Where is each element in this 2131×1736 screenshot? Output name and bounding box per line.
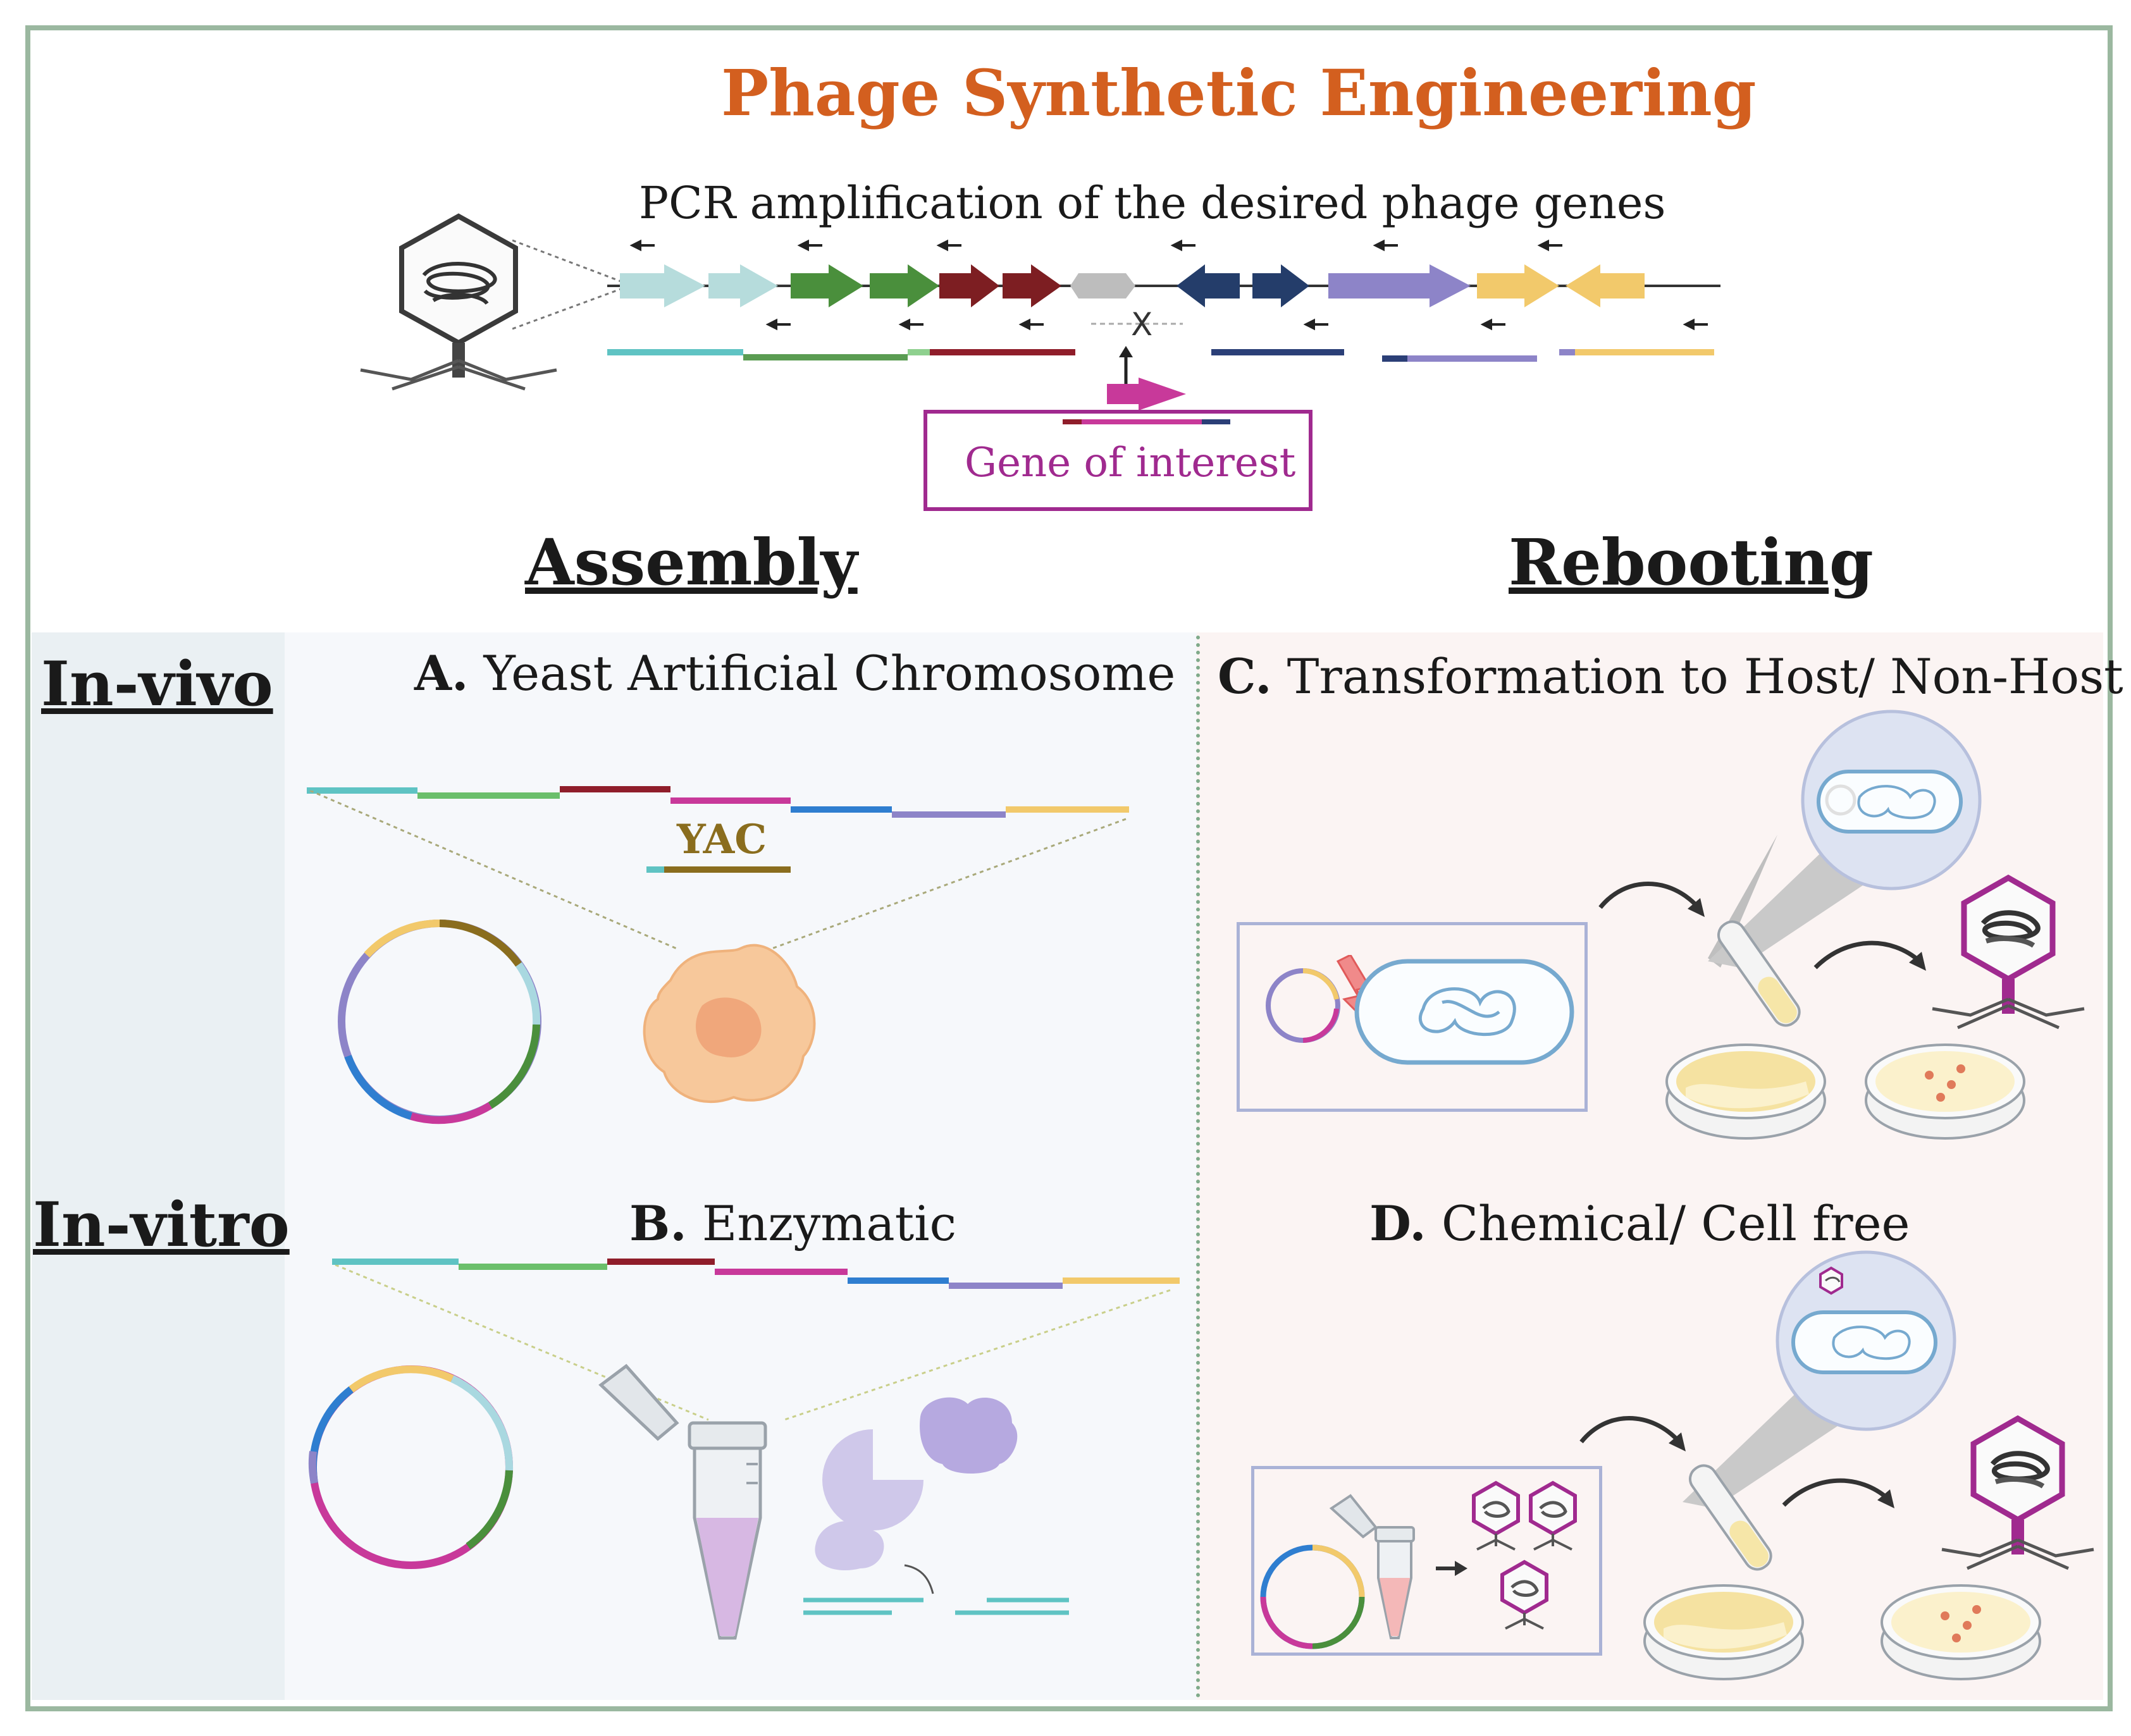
gene-arrow	[870, 264, 939, 307]
pcr-label: PCR amplification of the desired phage g…	[639, 177, 1666, 229]
gene-arrow	[1566, 264, 1645, 307]
phage-genome-map: X	[607, 239, 1720, 362]
panel-a-letter: A.	[414, 645, 469, 701]
gene-arrow	[1070, 273, 1135, 299]
test-tube-icon	[1717, 920, 1801, 1027]
microtube-icon	[598, 1364, 767, 1640]
gene-arrow	[1328, 264, 1471, 307]
petri-dish-icon	[1881, 1584, 2041, 1680]
phage-cluster-icon	[1472, 1481, 1577, 1630]
gene-arrow	[1177, 264, 1240, 307]
bacterium-icon	[1354, 959, 1574, 1065]
petri-dish-icon	[1643, 1584, 1804, 1680]
gene-of-interest-label: Gene of interest	[965, 440, 1296, 486]
gene-arrow	[1003, 264, 1061, 307]
panel-a-title: A. Yeast Artificial Chromosome	[414, 645, 1175, 701]
gene-arrow	[708, 264, 778, 307]
in-vitro-label: In-vitro	[33, 1189, 290, 1260]
panel-d-text: Chemical/ Cell free	[1441, 1195, 1910, 1252]
yac-label: YAC	[677, 816, 767, 863]
gene-of-interest-arrow	[1063, 378, 1230, 424]
plasmid-icon	[308, 1365, 514, 1569]
test-tube-icon	[1688, 1464, 1772, 1571]
dna-ligation-icon	[803, 1564, 1069, 1615]
arrow-icon	[1579, 1416, 1686, 1451]
gene-arrow	[1252, 264, 1309, 307]
arrow-icon	[1782, 1478, 1894, 1508]
insert-arrow-icon	[1119, 346, 1133, 386]
gene-of-interest-box	[923, 410, 1313, 511]
figure-frame	[25, 25, 2113, 1711]
zoom-lines-a	[309, 791, 1127, 950]
panel-d-letter: D.	[1369, 1195, 1426, 1252]
yeast-cell-icon	[643, 944, 816, 1104]
panel-a-text: Yeast Artificial Chromosome	[483, 645, 1176, 701]
svg-text:X: X	[1131, 306, 1152, 343]
assembled-fragments-b	[332, 1259, 1180, 1289]
enzyme-icon	[815, 1397, 1018, 1571]
plasmid-icon	[338, 919, 541, 1124]
gene-arrow	[1477, 264, 1559, 307]
phage-icon	[1941, 1415, 2094, 1570]
transformation-box	[1237, 922, 1588, 1112]
arrow-icon	[1598, 882, 1705, 917]
panel-c-title: C. Transformation to Host/ Non-Host	[1218, 648, 2123, 705]
gene-arrow	[620, 264, 705, 307]
row-label-column	[32, 632, 285, 1700]
magnifier-callout	[1708, 710, 1982, 968]
arrow-icon	[1813, 940, 1926, 971]
panel-c-text: Transformation to Host/ Non-Host	[1287, 648, 2123, 705]
microtube-icon	[1329, 1494, 1415, 1639]
panel-d-title: D. Chemical/ Cell free	[1369, 1195, 1910, 1252]
zoom-lines	[512, 239, 630, 330]
panel-b-letter: B.	[629, 1195, 687, 1252]
gene-arrow	[939, 264, 999, 307]
assembly-header: Assembly	[525, 525, 858, 600]
yac-bar	[646, 866, 791, 873]
panel-divider	[1196, 636, 1200, 1698]
gene-arrow	[791, 264, 863, 307]
arrow-icon	[1436, 1561, 1467, 1576]
rebooting-header: Rebooting	[1509, 525, 1874, 600]
phage-icon	[360, 213, 557, 391]
petri-dish-icon	[1665, 1043, 1826, 1140]
phage-icon	[1932, 874, 2085, 1030]
assembled-fragments-a	[307, 786, 1129, 818]
in-vivo-label: In-vivo	[41, 648, 273, 720]
plasmid-icon	[1266, 968, 1340, 1043]
panel-b-title: B. Enzymatic	[629, 1195, 956, 1252]
petri-dish-icon	[1865, 1043, 2025, 1140]
cell-free-box	[1251, 1466, 1602, 1656]
panel-b-text: Enzymatic	[701, 1195, 957, 1252]
figure-title: Phage Synthetic Engineering	[721, 56, 1757, 130]
magnifier-callout	[1683, 1250, 1956, 1508]
plasmid-icon	[1260, 1544, 1365, 1649]
panel-c-letter: C.	[1218, 648, 1272, 705]
